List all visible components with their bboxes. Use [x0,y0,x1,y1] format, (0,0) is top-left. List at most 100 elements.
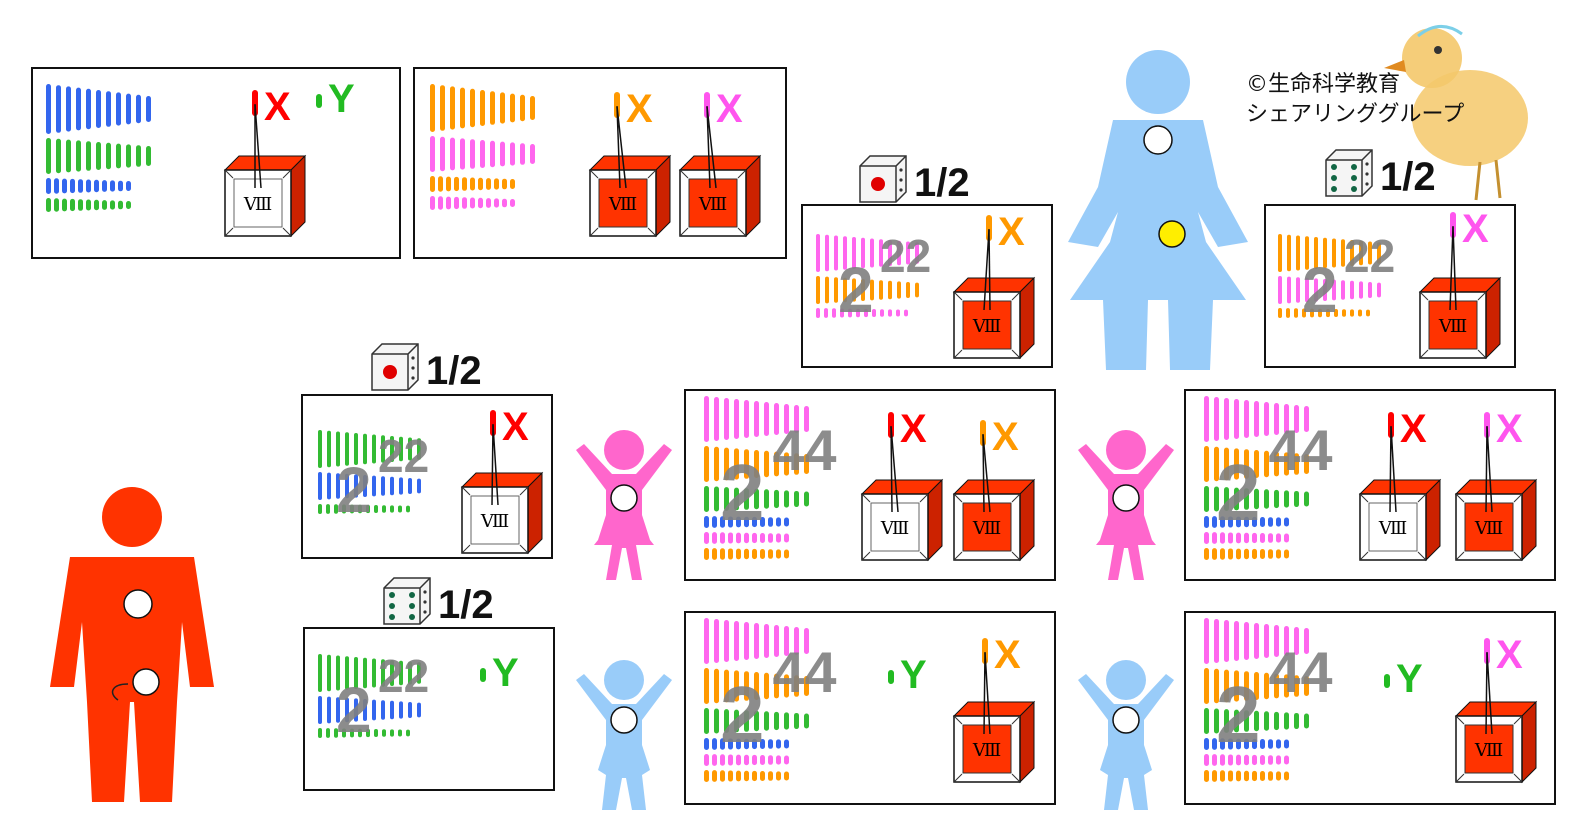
chromosome [1236,532,1241,544]
chromosome [784,674,789,698]
chromosome [342,728,346,738]
chromosome [1341,280,1345,300]
gene-cube: Ⅷ [952,276,1036,360]
count-base: 2 [1216,448,1261,537]
chromosome [1204,548,1209,560]
head [1106,430,1146,470]
chromosome [1204,708,1209,734]
son-cell-1 [610,706,638,734]
chromosome [440,136,445,172]
chromosome [879,280,883,300]
chromosome [1244,516,1249,528]
pointer-line [1485,426,1488,513]
chromosome [1294,712,1299,730]
chick-body [1412,70,1528,166]
chromosome [897,281,901,299]
chromosome [1214,619,1219,663]
cube-side [1425,478,1441,562]
chromosome [446,196,451,210]
pointer-line [1486,426,1493,513]
chromosome [754,488,759,510]
chromosome [398,729,402,737]
chromosome [318,430,322,468]
chromosome [399,477,403,495]
chromosome [96,142,101,170]
chromosome [1305,236,1309,270]
chromosome [760,739,765,749]
chromosome [752,754,757,766]
chromosome [62,178,67,194]
dice-pip [409,614,415,620]
chick-beak [1384,60,1406,72]
count-base: 2 [1302,254,1338,326]
son-cell-2 [1112,706,1140,734]
chromosome [728,738,733,750]
chromosome [1236,516,1241,528]
chromosome [510,142,515,166]
chromosome [760,533,765,543]
chromosome [1236,770,1241,782]
sex-chromosome-label: X [716,87,743,131]
chromosome-set-gamete [816,234,919,318]
chromosome [744,449,749,479]
chromosome [1377,242,1381,264]
chromosome [888,240,892,266]
chromosome [430,176,435,192]
chromosome [1260,739,1265,749]
chromosome [1204,738,1209,750]
chromosome [712,548,717,560]
chromosome [768,755,773,765]
chromosome [816,234,820,272]
chromosome [486,198,491,208]
gene-cube: Ⅷ [460,471,544,555]
chromosome [1278,234,1282,272]
chromosome [1268,771,1273,781]
dice-pip [1351,175,1357,181]
chromosome [774,403,779,435]
chromosome [1314,237,1318,269]
chromosome [704,738,709,750]
chromosome [843,236,847,270]
chromosome [704,708,709,734]
chromosome [1276,755,1281,765]
chromosome [46,198,51,212]
dice-pip [1331,164,1337,170]
chromosome [754,710,759,732]
chromosome [1220,770,1225,782]
dice-side-pip [411,366,415,370]
chromosome [417,438,421,460]
father-figure [50,487,214,802]
count-exponent: 44 [1269,419,1333,483]
gene-cube: Ⅷ [1454,478,1538,562]
chromosome-set-zygote [1204,396,1309,560]
chromosome [704,618,709,664]
chromosome [1276,517,1281,527]
chromosome [724,487,729,511]
chromosome [1287,234,1291,272]
chromosome [1284,712,1289,730]
chromosome [768,549,773,559]
chromosome [752,548,757,560]
chromosome [1224,487,1229,511]
count-base: 2 [720,670,765,759]
chromosome [1284,755,1289,765]
chromosome-set-gamete [318,654,421,738]
dice-pip [389,592,395,598]
chromosome [714,708,719,734]
pointer-line [616,106,627,189]
chromosome [318,654,322,692]
chromosome [118,180,123,192]
chromosome [784,626,789,656]
chromosome [784,517,789,527]
pointer-line [1485,652,1488,735]
chromosome [1228,548,1233,560]
chick-legs [1474,159,1502,201]
chromosome [1264,450,1269,478]
mother-somatic-cell [1143,125,1173,155]
cube-frame [1455,715,1523,783]
